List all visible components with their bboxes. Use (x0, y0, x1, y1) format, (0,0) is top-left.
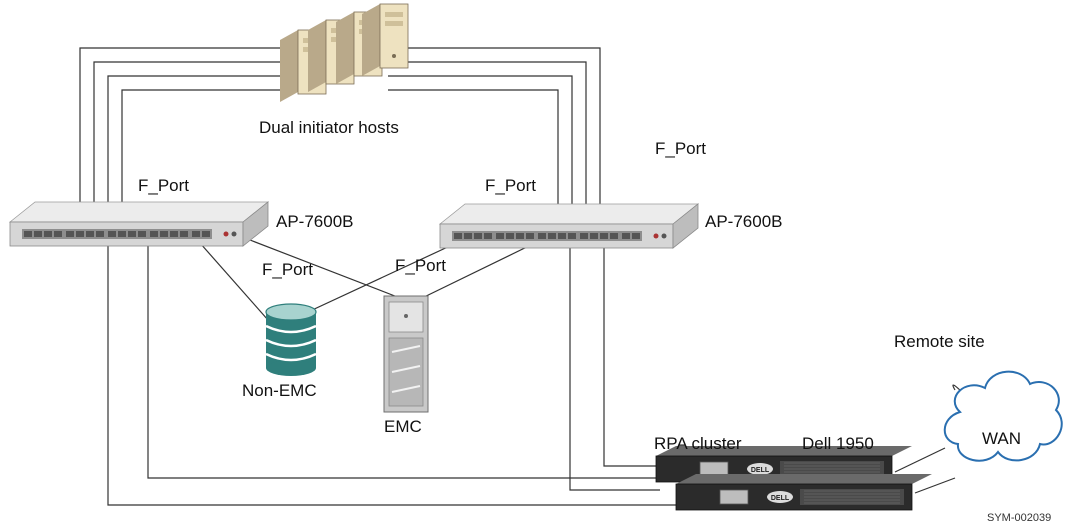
database-icon (265, 303, 317, 376)
switch-left-icon (8, 201, 270, 247)
non-emc-label: Non-EMC (242, 381, 317, 400)
switch-left-label: AP-7600B (276, 212, 354, 231)
fport-label: F_Port (395, 256, 447, 275)
dell-model-label: Dell 1950 (802, 434, 874, 453)
storage-cables (199, 239, 536, 321)
hosts-label: Dual initiator hosts (259, 118, 399, 137)
remote-site-label: Remote site (894, 332, 985, 351)
host-to-switch-cables (79, 47, 601, 205)
figure-id-label: SYM-002039 (987, 512, 1052, 524)
rpa-cluster-label: RPA cluster (654, 434, 742, 453)
emc-storage-icon (383, 295, 429, 413)
server-icon: DELL (675, 474, 932, 511)
hosts-group (280, 3, 409, 102)
fport-label: F_Port (485, 176, 537, 195)
switch-right-label: AP-7600B (705, 212, 783, 231)
server-badge-label: DELL (751, 467, 770, 474)
wan-cloud-icon (943, 370, 1063, 462)
fport-label: F_Port (262, 260, 314, 279)
fport-label: F_Port (138, 176, 190, 195)
wan-label: WAN (982, 429, 1022, 448)
emc-label: EMC (384, 417, 422, 436)
fport-label: F_Port (655, 139, 707, 158)
server-badge-label: DELL (771, 495, 790, 502)
switch-to-server-cables (107, 240, 680, 506)
host-tower-icon (362, 3, 409, 76)
switch-right-icon (438, 203, 700, 249)
